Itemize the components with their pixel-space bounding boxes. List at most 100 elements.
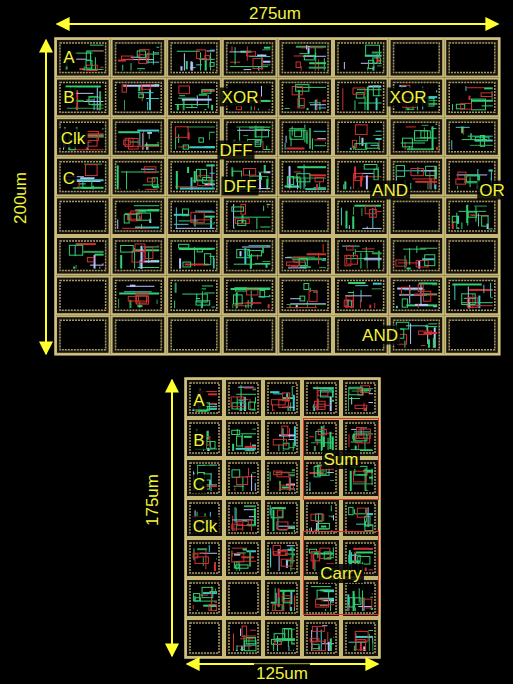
- wire: [364, 258, 382, 259]
- wire: [199, 595, 208, 596]
- device: [363, 599, 371, 608]
- cell-core: [282, 241, 328, 271]
- device: [193, 594, 199, 601]
- cell-core: [60, 83, 106, 113]
- layout-grid: [185, 378, 380, 658]
- layout-cell: [334, 237, 388, 275]
- wire: [138, 307, 139, 308]
- pad-frame: [186, 379, 223, 417]
- pad-frame: [264, 499, 301, 537]
- device: [318, 391, 328, 396]
- wire: [199, 94, 208, 96]
- cell-core: [171, 320, 217, 350]
- wire: [202, 285, 213, 286]
- wire: [309, 488, 310, 491]
- pad-frame: [303, 619, 340, 657]
- pad-frame: [264, 379, 301, 417]
- wire: [293, 386, 295, 387]
- wire: [269, 100, 271, 101]
- wire: [118, 60, 126, 62]
- device: [296, 62, 300, 68]
- wire: [372, 208, 373, 229]
- pad-frame: [264, 419, 301, 457]
- device: [468, 298, 477, 308]
- wire: [100, 67, 103, 68]
- wire: [214, 562, 216, 571]
- device: [232, 207, 244, 211]
- device: [347, 256, 358, 265]
- wire: [75, 245, 76, 256]
- cell-core: [116, 83, 162, 113]
- wire: [330, 638, 332, 651]
- wire: [278, 598, 280, 607]
- cell-core: [229, 583, 258, 613]
- pad-frame: [56, 79, 110, 117]
- device: [271, 508, 283, 518]
- wire: [348, 292, 354, 293]
- cell-core: [268, 423, 297, 453]
- cell-core: [346, 583, 375, 613]
- pad-frame: [56, 197, 110, 235]
- layout-cell: [334, 39, 388, 77]
- wire: [263, 61, 270, 63]
- wire: [120, 188, 121, 189]
- wire: [134, 205, 159, 206]
- pad-frame: [56, 118, 110, 156]
- wire: [284, 108, 289, 109]
- wire: [429, 171, 430, 189]
- wire: [174, 224, 189, 225]
- wire: [142, 133, 143, 150]
- wire: [407, 268, 411, 270]
- pad-frame: [445, 118, 499, 156]
- device: [242, 626, 247, 637]
- cell-core: [449, 281, 495, 311]
- wire: [286, 560, 295, 561]
- wire: [353, 548, 373, 550]
- wire: [200, 52, 201, 70]
- wire: [290, 607, 292, 611]
- pad-frame: [445, 237, 499, 275]
- device: [316, 599, 329, 607]
- wire: [356, 551, 373, 553]
- device: [139, 94, 144, 98]
- device: [373, 86, 379, 96]
- wire: [269, 295, 270, 296]
- wire: [204, 292, 215, 293]
- dimension-arrow: [57, 23, 498, 25]
- wire: [211, 473, 212, 491]
- layout-cell: [278, 158, 332, 196]
- wire: [351, 442, 363, 443]
- wire: [457, 186, 458, 190]
- wire: [329, 432, 331, 449]
- wire: [200, 169, 201, 177]
- wire: [256, 218, 257, 229]
- wire: [176, 207, 177, 229]
- layout-cell: [390, 237, 444, 275]
- device: [324, 552, 331, 559]
- wire: [157, 142, 159, 143]
- wire: [471, 100, 492, 102]
- wire: [192, 69, 193, 71]
- layout-cell: [112, 316, 166, 354]
- wire: [349, 225, 350, 229]
- wire: [233, 525, 234, 531]
- wire: [245, 446, 256, 448]
- wire: [122, 228, 149, 229]
- wire: [176, 171, 178, 189]
- pad-frame: [186, 539, 223, 577]
- wire: [321, 629, 322, 651]
- device: [354, 434, 367, 441]
- wire: [210, 173, 215, 174]
- device: [355, 598, 361, 605]
- wire: [409, 248, 410, 265]
- wire: [192, 62, 193, 70]
- wire: [415, 304, 428, 306]
- wire: [353, 252, 354, 257]
- device: [345, 255, 351, 266]
- pad-frame: [167, 118, 221, 156]
- wire: [470, 133, 472, 139]
- cell-core: [268, 623, 297, 653]
- wire: [244, 248, 246, 264]
- wire: [304, 124, 305, 142]
- wire: [324, 58, 325, 71]
